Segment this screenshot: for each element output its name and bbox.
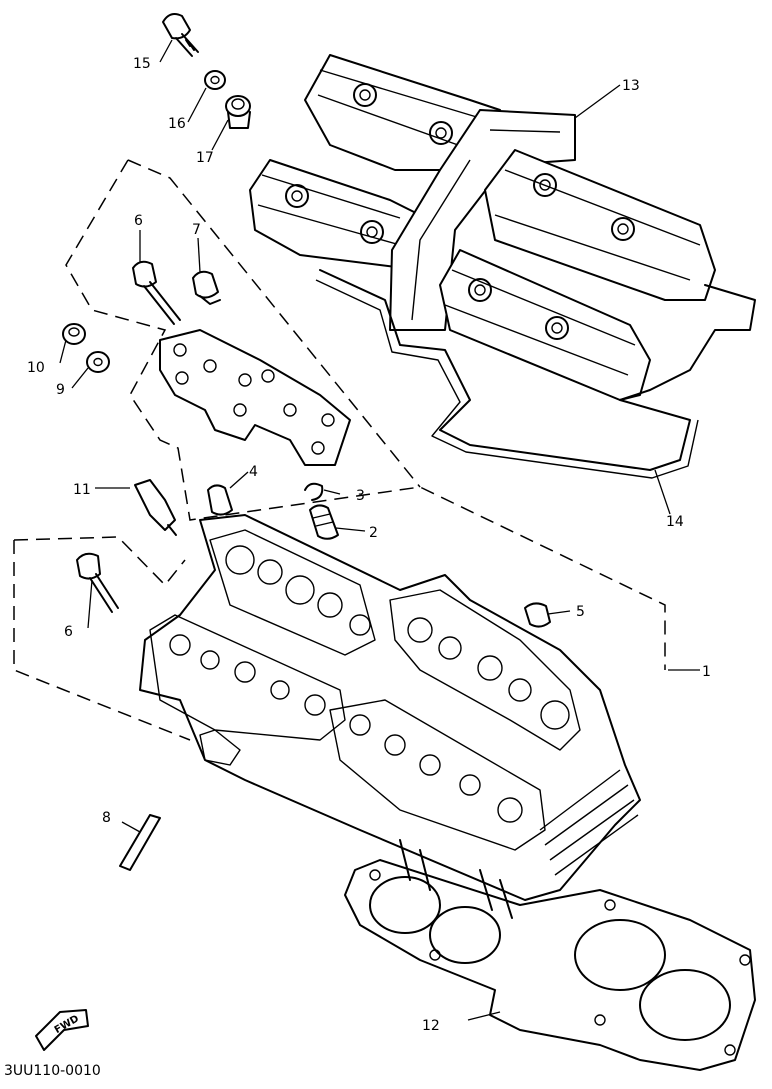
- intake-manifold-plate: [159, 329, 351, 466]
- upper-dashed-group-outline: [65, 159, 666, 670]
- plug-5: [524, 602, 551, 628]
- label-5: 5: [576, 604, 585, 620]
- leader-lines: [59, 39, 700, 1021]
- label-16: 16: [168, 116, 186, 132]
- stud-bolt-2: [309, 504, 339, 540]
- label-11: 11: [73, 482, 91, 498]
- label-6-upper: 6: [134, 213, 143, 229]
- bolt-6-upper: [132, 260, 181, 325]
- circlip-3: [304, 482, 324, 501]
- washer-9: [86, 351, 110, 373]
- lower-dashed-group-outline: [13, 536, 191, 741]
- diagram-code: 3UU110-0010: [4, 1063, 101, 1079]
- cylinder-head: [139, 514, 641, 919]
- bolt-6-lower: [76, 552, 119, 613]
- label-12: 12: [422, 1018, 440, 1034]
- fwd-arrow-icon: FWD: [35, 1009, 89, 1051]
- cap-7: [192, 270, 221, 305]
- washer-10: [62, 323, 86, 345]
- pin-8: [119, 814, 161, 871]
- cylinder-head-gasket: [344, 859, 756, 1071]
- label-14: 14: [666, 514, 684, 530]
- bolt-15: [162, 13, 199, 57]
- washer-16: [204, 70, 226, 90]
- spark-plug-11: [134, 479, 177, 536]
- label-1: 1: [702, 664, 711, 680]
- label-13: 13: [622, 78, 640, 94]
- label-2: 2: [369, 525, 378, 541]
- label-17: 17: [196, 150, 214, 166]
- cylinder-head-cover-front: [439, 149, 716, 401]
- label-9: 9: [56, 382, 65, 398]
- dowel-pin-4: [207, 484, 233, 516]
- label-7: 7: [192, 222, 201, 238]
- label-15: 15: [133, 56, 151, 72]
- label-4: 4: [249, 464, 258, 480]
- label-8: 8: [102, 810, 111, 826]
- grommet-17: [225, 95, 251, 129]
- label-6-lower: 6: [64, 624, 73, 640]
- label-3: 3: [356, 488, 365, 504]
- cylinder-head-cover-gasket: [315, 269, 756, 479]
- label-10: 10: [27, 360, 45, 376]
